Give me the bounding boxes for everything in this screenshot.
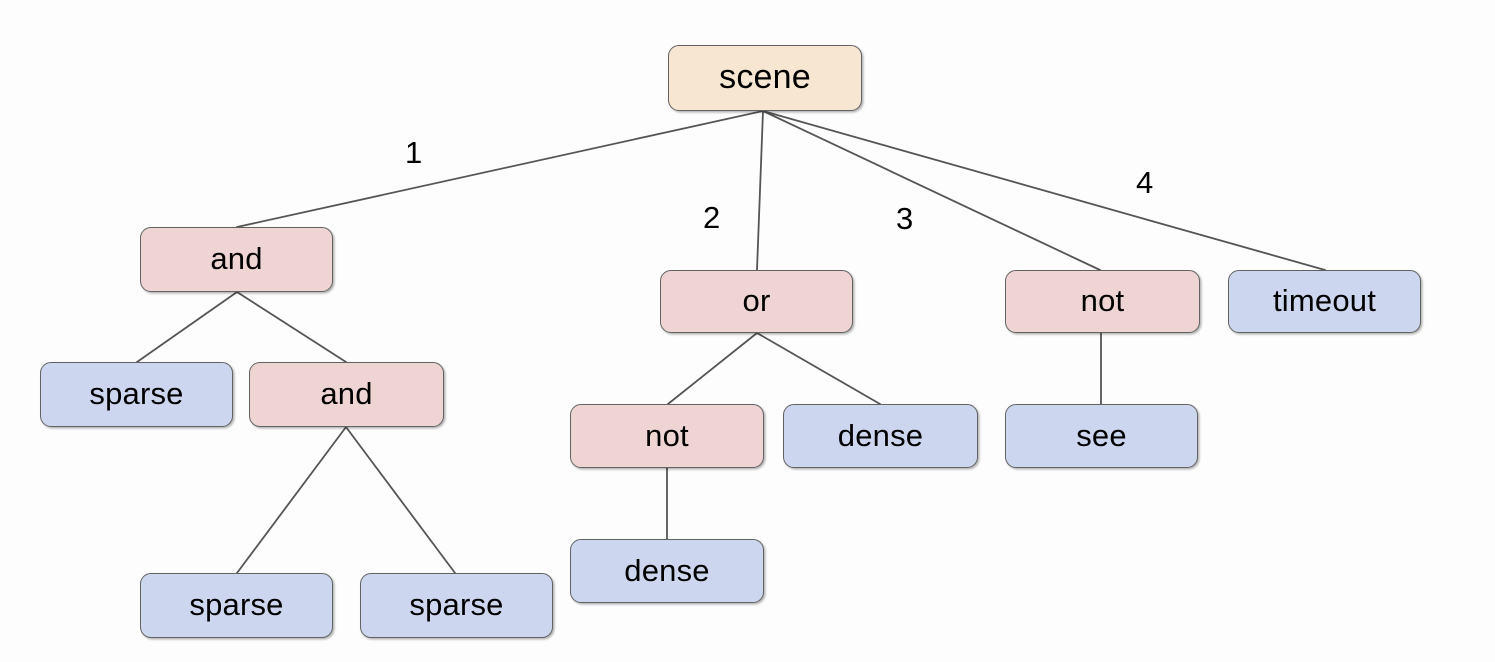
- tree-node-timeout1[interactable]: timeout: [1228, 270, 1421, 333]
- tree-node-label-and1: and: [210, 241, 263, 276]
- edge-label-3: 3: [896, 201, 914, 236]
- tree-edge-scene-to-and1: [236, 110, 764, 228]
- tree-node-sparse3[interactable]: sparse: [360, 573, 553, 638]
- tree-node-and1[interactable]: and: [140, 227, 333, 292]
- tree-node-label-not1: not: [1080, 283, 1125, 318]
- tree-edge-scene-to-or1: [756, 110, 764, 271]
- tree-node-see1[interactable]: see: [1005, 404, 1198, 468]
- tree-node-label-and2: and: [320, 376, 373, 411]
- tree-node-not2[interactable]: not: [570, 404, 764, 468]
- tree-node-label-dense2: dense: [624, 552, 710, 588]
- tree-node-label-not2: not: [645, 417, 689, 453]
- edge-label-1: 1: [405, 135, 423, 170]
- tree-node-label-sparse3: sparse: [409, 587, 504, 622]
- tree-node-label-see1: see: [1076, 417, 1127, 453]
- tree-node-sparse2[interactable]: sparse: [140, 573, 333, 638]
- tree-edge-and1-to-sparse1: [136, 291, 238, 363]
- tree-edge-and2-to-sparse3: [345, 426, 456, 574]
- tree-node-sparse1[interactable]: sparse: [40, 362, 233, 427]
- tree-node-not1[interactable]: not: [1005, 270, 1200, 333]
- tree-edge-scene-to-timeout1: [762, 110, 1326, 271]
- tree-edge-and2-to-sparse2: [236, 426, 347, 574]
- tree-node-label-or1: or: [742, 283, 771, 318]
- edge-label-4: 4: [1136, 165, 1154, 200]
- tree-node-scene[interactable]: scene: [668, 45, 862, 111]
- tree-node-label-dense1: dense: [837, 417, 924, 453]
- tree-node-dense2[interactable]: dense: [570, 539, 764, 603]
- tree-node-and2[interactable]: and: [249, 362, 444, 427]
- tree-edge-and1-to-and2: [236, 291, 347, 363]
- tree-node-dense1[interactable]: dense: [783, 404, 978, 468]
- tree-edge-or1-to-not2: [667, 332, 758, 405]
- edge-label-2: 2: [703, 200, 721, 235]
- tree-node-label-sparse1: sparse: [89, 376, 184, 411]
- tree-node-label-sparse2: sparse: [189, 587, 284, 622]
- tree-node-label-scene: scene: [719, 58, 811, 96]
- tree-node-label-timeout1: timeout: [1272, 283, 1377, 318]
- tree-edge-or1-to-dense1: [756, 332, 881, 405]
- tree-edge-scene-to-not1: [762, 110, 1101, 271]
- tree-node-or1[interactable]: or: [660, 270, 853, 333]
